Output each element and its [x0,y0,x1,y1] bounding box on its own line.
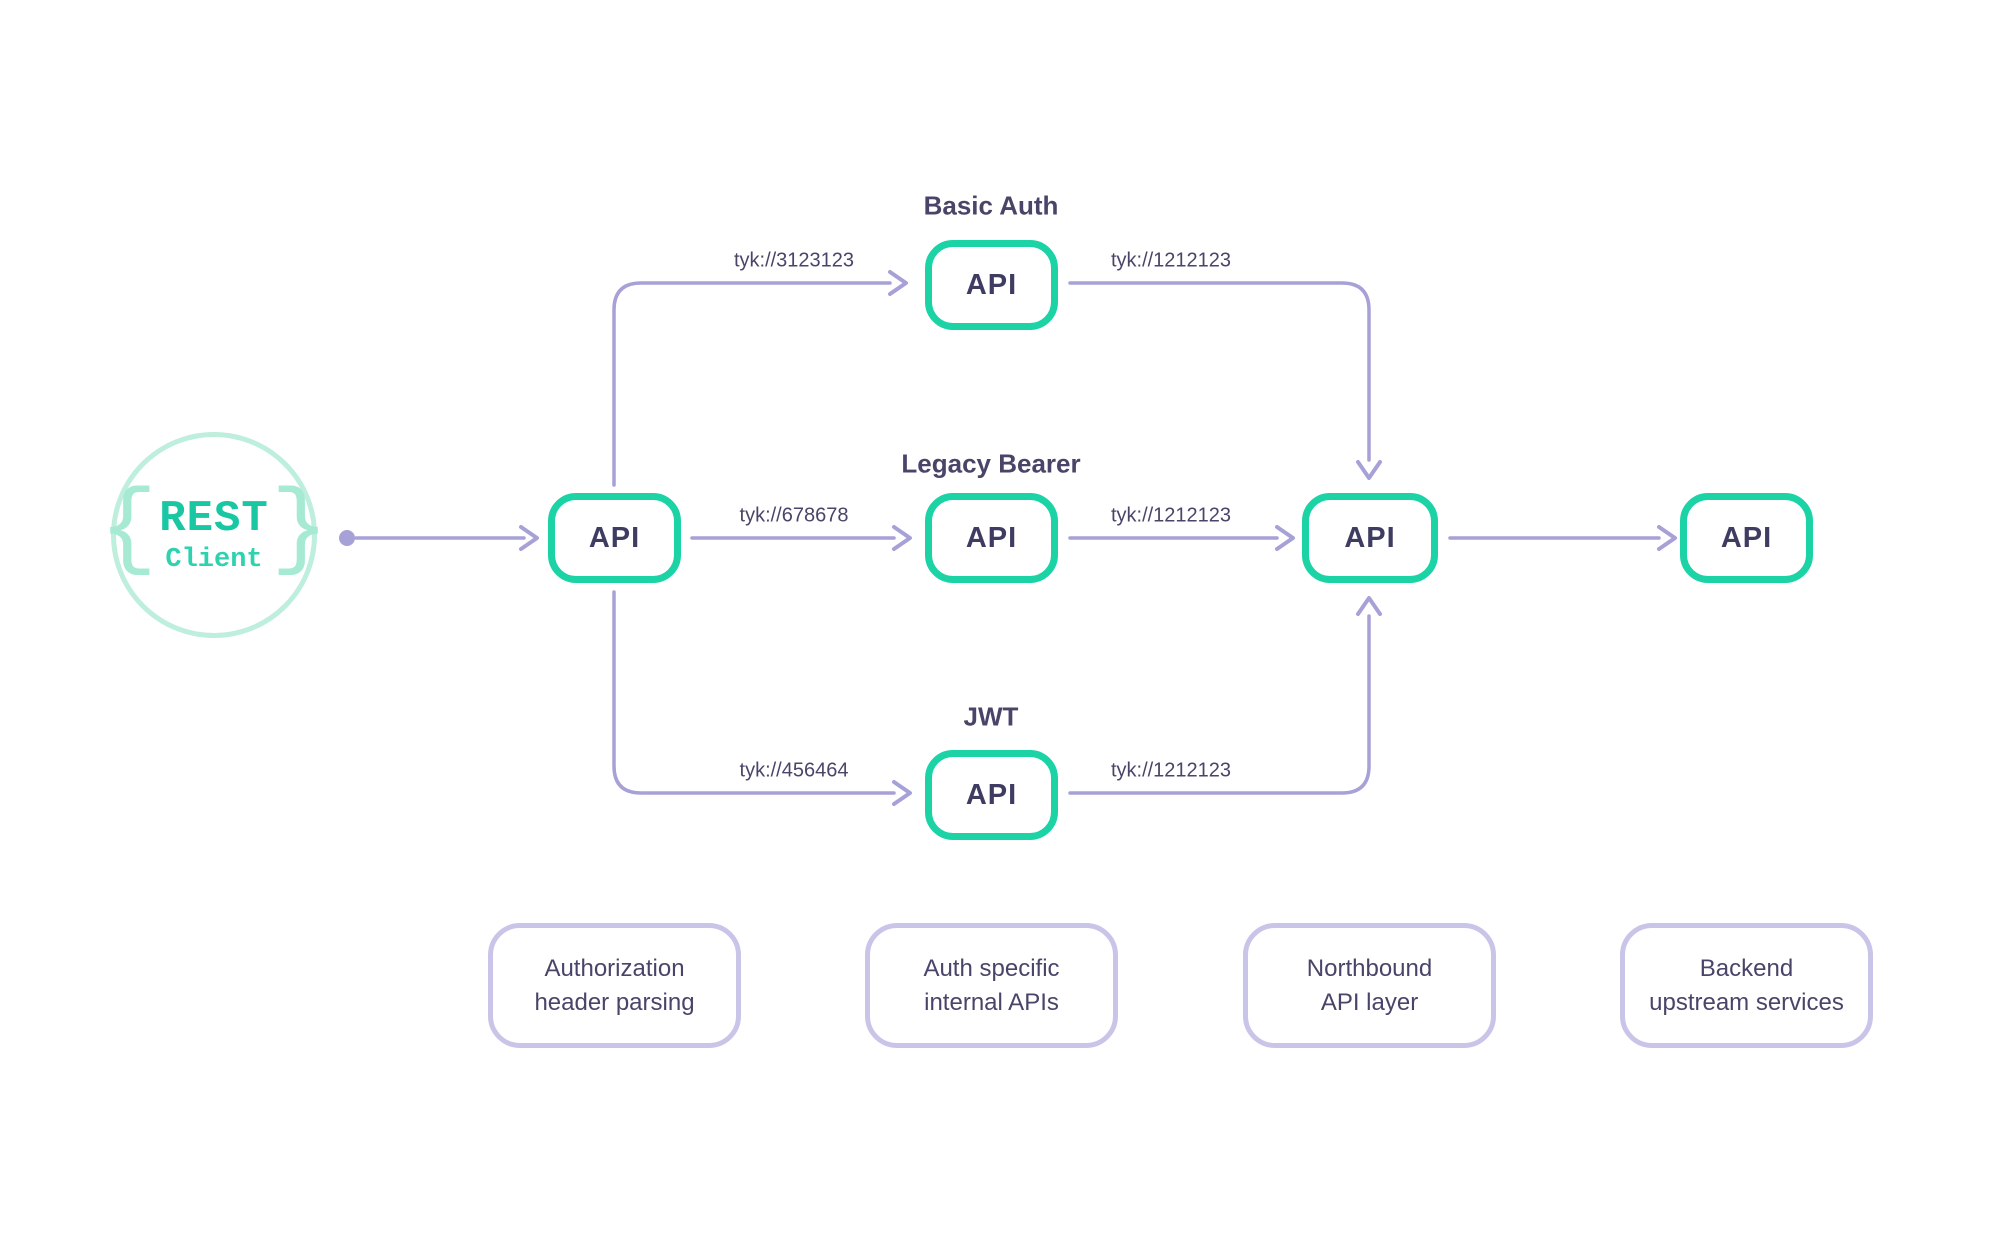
edge-gateway-jwt [612,590,896,795]
legend-line: API layer [1320,988,1419,1016]
arrowhead-jwt-northbound [1356,596,1382,616]
client-subtitle: Client [165,544,263,575]
edge-label-basic-northbound: tyk://1212123 [1110,249,1232,272]
edge-jwt-northbound [1068,614,1371,795]
backend-api-label: API [1720,521,1773,554]
jwt-api-node: API [925,750,1058,840]
arrowhead-northbound-backend [1657,525,1677,551]
northbound-api-node: API [1302,493,1438,583]
legacy-bearer-api-label: API [965,521,1018,554]
legend-line: internal APIs [924,988,1059,1016]
client-origin-dot [339,530,355,546]
basic-auth-api-node: API [925,240,1058,330]
legend-line: Northbound [1306,954,1433,982]
legacy-bearer-title: Legacy Bearer [901,448,1081,479]
gateway-api-label: API [588,521,641,554]
rest-client-node: { REST Client } [100,432,328,638]
arrowhead-legacy-northbound [1275,525,1295,551]
arrowhead-gateway-basic [888,270,908,296]
legend-line: Authorization [544,954,685,982]
jwt-api-label: API [965,778,1018,811]
arrowhead-gateway-legacy [892,525,912,551]
edge-label-jwt-northbound: tyk://1212123 [1110,759,1232,782]
legend-backend-upstream-services: Backend upstream services [1620,923,1873,1048]
arrowhead-basic-northbound [1356,460,1382,480]
edge-label-gateway-jwt: tyk://456464 [739,759,849,782]
arrowhead-client-gateway [519,525,539,551]
legend-authorization-header-parsing: Authorization header parsing [488,923,741,1048]
northbound-api-label: API [1344,521,1396,554]
arrowhead-gateway-jwt [892,780,912,806]
legend-northbound-api-layer: Northbound API layer [1243,923,1496,1048]
legend-auth-specific-internal-apis: Auth specific internal APIs [865,923,1118,1048]
edge-label-gateway-basic: tyk://3123123 [733,249,855,272]
client-brace-right: } [270,475,329,584]
client-brace-left: { [99,475,158,584]
edge-label-gateway-legacy: tyk://678678 [739,504,849,527]
basic-auth-api-label: API [965,268,1018,301]
legend-line: Backend [1699,954,1794,982]
client-text: REST Client [159,497,269,574]
edge-gateway-basic [612,281,892,487]
edge-label-legacy-northbound: tyk://1212123 [1110,504,1232,527]
legacy-bearer-api-node: API [925,493,1058,583]
gateway-api-node: API [548,493,681,583]
legend-line: Auth specific [923,954,1060,982]
backend-api-node: API [1680,493,1813,583]
basic-auth-title: Basic Auth [923,190,1059,221]
legend-line: upstream services [1649,988,1844,1016]
jwt-title: JWT [963,701,1019,732]
legend-line: header parsing [534,988,695,1016]
client-title: REST [159,493,269,544]
edge-basic-northbound [1068,281,1371,462]
